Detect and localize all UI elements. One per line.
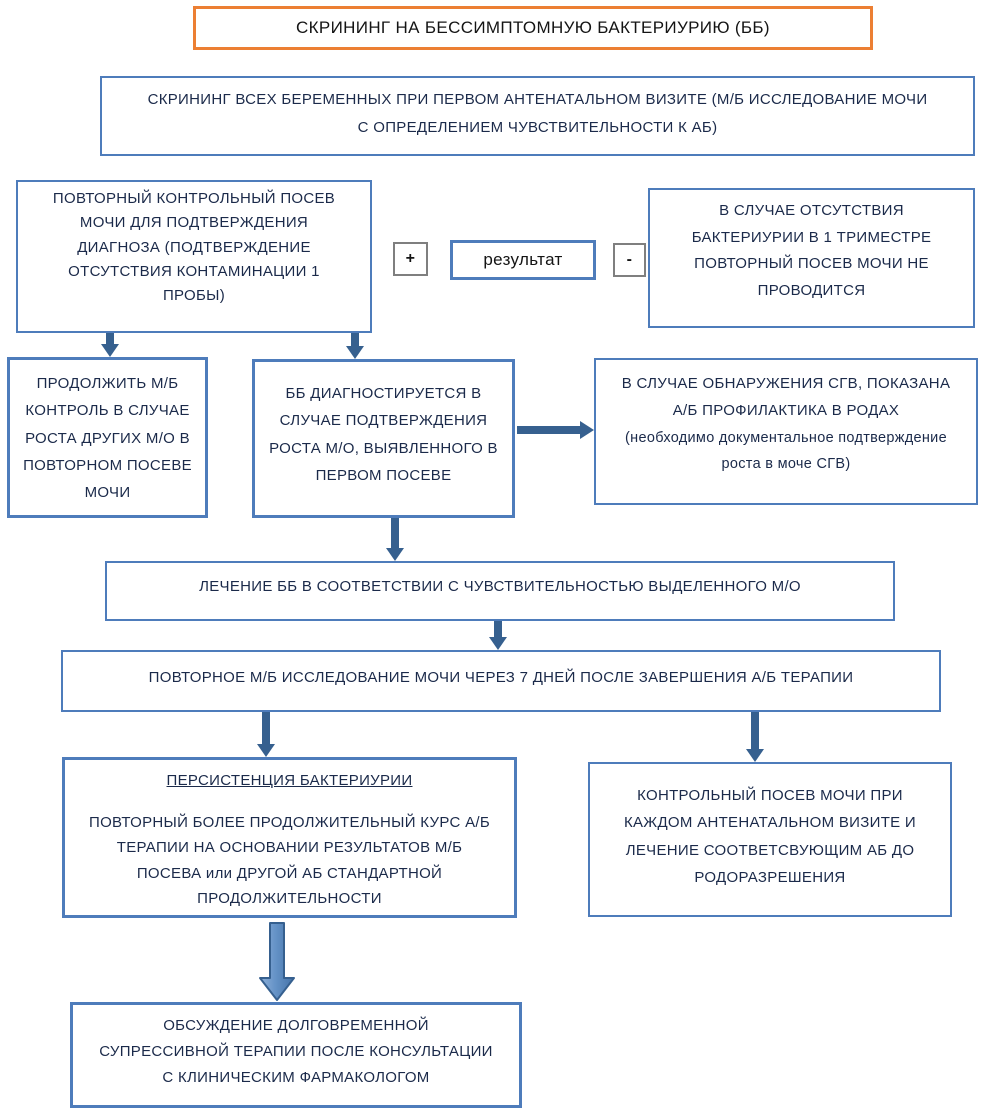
plus-label: + (405, 249, 416, 267)
arrow-head-icon (489, 637, 507, 650)
arrow-to-control-culture (746, 712, 764, 762)
box-treatment-text: ЛЕЧЕНИЕ ББ В СООТВЕТСТВИИ С ЧУВСТВИТЕЛЬН… (199, 578, 801, 595)
arrow-to-continue-control (101, 333, 119, 357)
box-bb-diagnosed-text: ББ ДИАГНОСТИРУЕТСЯ В СЛУЧАЕ ПОДТВЕРЖДЕНИ… (269, 385, 498, 484)
box-repeat-culture: ПОВТОРНЫЙ КОНТРОЛЬНЫЙ ПОСЕВ МОЧИ ДЛЯ ПОД… (16, 180, 372, 333)
box-persistence-body: ПОВТОРНЫЙ БОЛЕЕ ПРОДОЛЖИТЕЛЬНЫЙ КУРС А/Б… (89, 813, 490, 908)
box-sgv-main-text: В СЛУЧАЕ ОБНАРУЖЕНИЯ СГВ, ПОКАЗАНА А/Б П… (621, 375, 951, 420)
arrow-head-icon (257, 744, 275, 757)
arrow-to-bb-diagnosed (346, 333, 364, 359)
box-suppressive-text: ОБСУЖДЕНИЕ ДОЛГОВРЕМЕННОЙ СУПРЕССИВНОЙ Т… (99, 1017, 493, 1086)
box-screening-all: СКРИНИНГ ВСЕХ БЕРЕМЕННЫХ ПРИ ПЕРВОМ АНТЕ… (100, 76, 975, 156)
box-continue-control-text: ПРОДОЛЖИТЬ М/Б КОНТРОЛЬ В СЛУЧАЕ РОСТА Д… (23, 375, 192, 502)
box-control-culture: КОНТРОЛЬНЫЙ ПОСЕВ МОЧИ ПРИ КАЖДОМ АНТЕНА… (588, 762, 952, 917)
arrow-stem (351, 333, 359, 346)
minus-box: - (613, 243, 646, 277)
title-box: СКРИНИНГ НА БЕССИМПТОМНУЮ БАКТЕРИУРИЮ (Б… (193, 6, 873, 50)
box-sgv-note-text: (необходимо документальное подтверждение… (625, 429, 947, 472)
box-persistence: ПЕРСИСТЕНЦИЯ БАКТЕРИУРИИ ПОВТОРНЫЙ БОЛЕЕ… (62, 757, 517, 918)
arrow-head-icon (346, 346, 364, 359)
box-continue-control: ПРОДОЛЖИТЬ М/Б КОНТРОЛЬ В СЛУЧАЕ РОСТА Д… (7, 357, 208, 518)
arrow-stem (106, 333, 114, 344)
arrow-to-treatment (386, 518, 404, 561)
block-arrow-to-suppressive-icon (259, 922, 295, 1001)
box-suppressive: ОБСУЖДЕНИЕ ДОЛГОВРЕМЕННОЙ СУПРЕССИВНОЙ Т… (70, 1002, 522, 1108)
arrow-to-repeat-exam (489, 621, 507, 650)
result-label: результат (483, 249, 563, 269)
box-screening-all-text: СКРИНИНГ ВСЕХ БЕРЕМЕННЫХ ПРИ ПЕРВОМ АНТЕ… (147, 91, 928, 136)
arrow-stem (517, 426, 580, 434)
arrow-to-persistence (257, 712, 275, 757)
arrow-stem (391, 518, 399, 548)
box-no-bacteriuria: В СЛУЧАЕ ОТСУТСТВИЯ БАКТЕРИУРИИ В 1 ТРИМ… (648, 188, 975, 328)
box-no-bacteriuria-text: В СЛУЧАЕ ОТСУТСТВИЯ БАКТЕРИУРИИ В 1 ТРИМ… (691, 202, 932, 300)
page-title: СКРИНИНГ НА БЕССИМПТОМНУЮ БАКТЕРИУРИЮ (Б… (296, 17, 770, 37)
result-box: результат (450, 240, 596, 280)
plus-box: + (393, 242, 428, 276)
arrow-head-icon (746, 749, 764, 762)
arrow-stem (751, 712, 759, 749)
box-repeat-exam: ПОВТОРНОЕ М/Б ИССЛЕДОВАНИЕ МОЧИ ЧЕРЕЗ 7 … (61, 650, 941, 712)
arrow-stem (262, 712, 270, 744)
box-persistence-heading: ПЕРСИСТЕНЦИЯ БАКТЕРИУРИИ (166, 772, 413, 789)
arrow-head-icon (101, 344, 119, 357)
minus-label: - (626, 250, 633, 268)
arrow-stem (494, 621, 502, 637)
arrow-head-icon (580, 421, 594, 439)
box-bb-diagnosed: ББ ДИАГНОСТИРУЕТСЯ В СЛУЧАЕ ПОДТВЕРЖДЕНИ… (252, 359, 515, 518)
box-treatment: ЛЕЧЕНИЕ ББ В СООТВЕТСТВИИ С ЧУВСТВИТЕЛЬН… (105, 561, 895, 621)
box-sgv: В СЛУЧАЕ ОБНАРУЖЕНИЯ СГВ, ПОКАЗАНА А/Б П… (594, 358, 978, 505)
box-repeat-culture-text: ПОВТОРНЫЙ КОНТРОЛЬНЫЙ ПОСЕВ МОЧИ ДЛЯ ПОД… (52, 190, 336, 305)
arrow-to-sgv (517, 421, 594, 439)
box-repeat-exam-text: ПОВТОРНОЕ М/Б ИССЛЕДОВАНИЕ МОЧИ ЧЕРЕЗ 7 … (148, 669, 854, 686)
box-control-culture-text: КОНТРОЛЬНЫЙ ПОСЕВ МОЧИ ПРИ КАЖДОМ АНТЕНА… (623, 787, 917, 886)
arrow-head-icon (386, 548, 404, 561)
